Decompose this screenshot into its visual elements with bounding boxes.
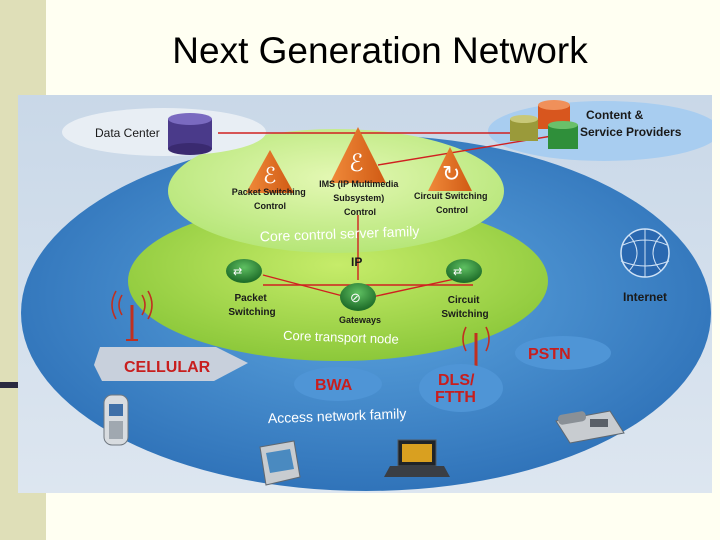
core-transport-ellipse	[128, 201, 548, 361]
router-icon: ⇄	[446, 259, 482, 283]
pstn-label: PSTN	[528, 346, 571, 363]
ngn-diagram: Data Center Content & Service Providers …	[18, 95, 712, 493]
control-server-icon: ↻	[428, 147, 472, 191]
access-network-label: Access network family	[268, 405, 407, 426]
data-center-cloud	[62, 108, 266, 156]
globe-icon	[620, 228, 670, 278]
dls-ftth-label: DLS/ FTTH	[435, 372, 479, 406]
database-icon	[510, 100, 578, 149]
gateways-label: Gateways	[339, 315, 381, 325]
svg-text:⇄: ⇄	[453, 266, 462, 278]
svg-text:↻: ↻	[442, 161, 460, 186]
router-icon: ⇄	[226, 259, 262, 283]
slide-accent-bar	[0, 382, 18, 388]
packet-switching-label: Packet Switching	[228, 293, 275, 318]
packet-switching-control-label: Packet Switching Control	[232, 187, 309, 211]
ip-label: IP	[351, 255, 362, 269]
cellular-platform	[94, 347, 248, 381]
pstn-bubble	[515, 336, 611, 370]
database-icon	[168, 113, 212, 155]
svg-text:⇄: ⇄	[233, 266, 242, 278]
slide-title: Next Generation Network	[172, 30, 588, 71]
ims-control-label: IMS (IP Multimedia Subsystem) Control	[319, 179, 401, 217]
antenna-icon	[462, 326, 490, 370]
control-server-icon: ℰ	[246, 150, 294, 193]
internet-label: Internet	[623, 290, 667, 304]
dls-bubble	[419, 364, 503, 412]
data-center-label: Data Center	[95, 126, 160, 140]
svg-text:⊘: ⊘	[350, 290, 361, 305]
core-control-ellipse	[168, 129, 504, 253]
gateway-icon: ⊘	[340, 283, 376, 311]
bwa-bubble	[294, 367, 382, 401]
cellular-label: CELLULAR	[124, 359, 211, 376]
antenna-icon	[111, 290, 153, 341]
pda-icon	[259, 440, 301, 486]
mobile-phone-icon	[103, 394, 129, 446]
laptop-icon	[384, 439, 450, 477]
circuit-switching-label: Circuit Switching	[441, 295, 488, 320]
content-providers-label: Content & Service Providers	[580, 108, 682, 139]
core-control-label: Core control server family	[260, 223, 420, 245]
desk-phone-icon	[555, 410, 625, 444]
circuit-switching-control-label: Circuit Switching Control	[414, 191, 490, 215]
control-server-icon: ℰ	[330, 127, 386, 183]
svg-text:ℰ: ℰ	[263, 163, 276, 188]
bwa-label: BWA	[315, 377, 353, 394]
core-transport-label: Core transport node	[283, 328, 399, 347]
svg-text:ℰ: ℰ	[349, 150, 364, 177]
